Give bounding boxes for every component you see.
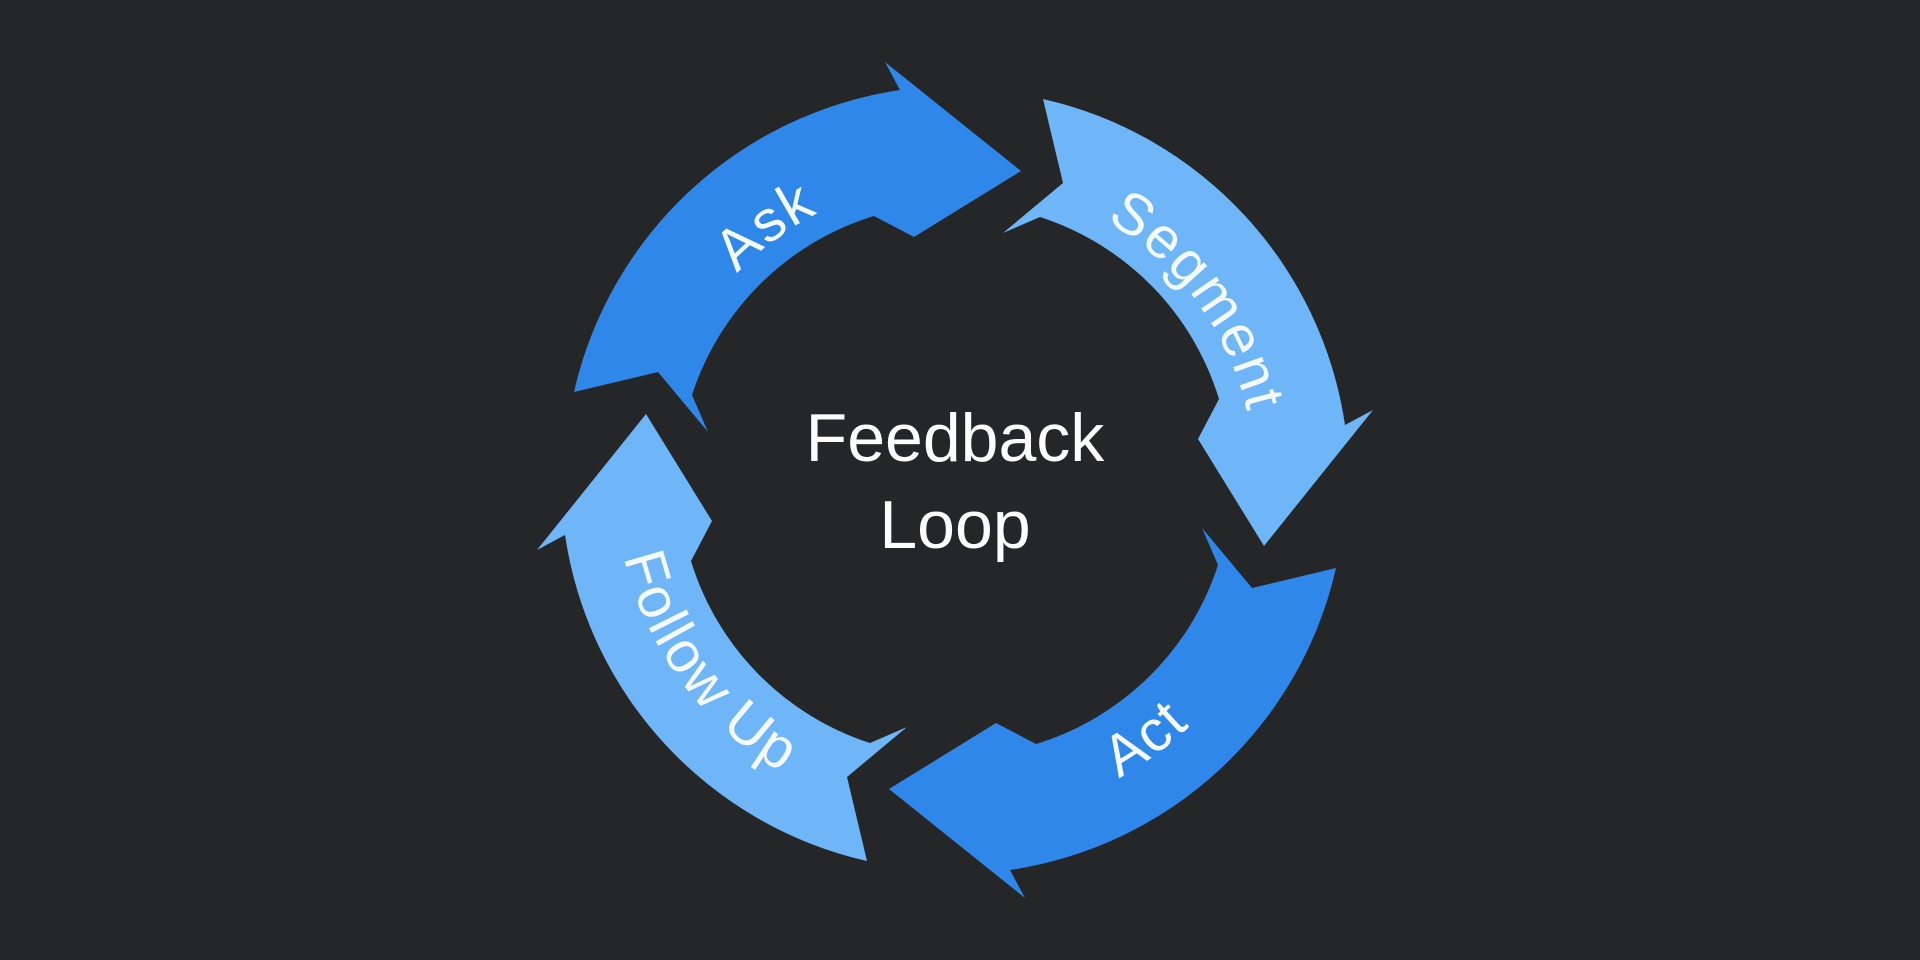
center-title-line1: Feedback: [806, 400, 1106, 476]
center-title-line2: Loop: [879, 487, 1030, 563]
